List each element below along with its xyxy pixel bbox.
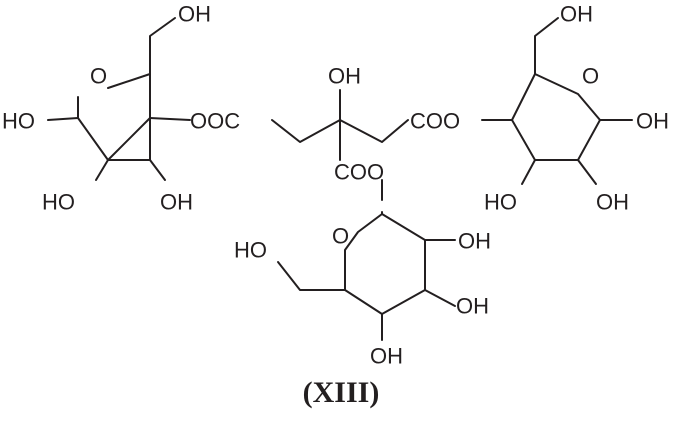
bottom-ring-oxygen-label: O xyxy=(332,224,349,249)
right-ester-label: COO xyxy=(410,109,460,134)
central-hydroxyl-label: OH xyxy=(328,64,361,89)
bottom-c4-hydroxyl-label: OH xyxy=(370,344,403,369)
bottom-c2-hydroxyl-label: OH xyxy=(458,229,491,254)
compound-label: (XIII) xyxy=(302,376,380,409)
bottom-c3-hydroxyl-label: OH xyxy=(456,294,489,319)
right-c3-hydroxyl-label: HO xyxy=(484,190,517,215)
left-glucose-bonds xyxy=(47,17,191,181)
right-glucose-bonds xyxy=(481,17,633,185)
left-ester-label: OOC xyxy=(190,109,240,134)
right-anomeric-hydroxyl-label: OH xyxy=(636,109,669,134)
central-ester-label: COO xyxy=(334,160,384,185)
citrate-bonds xyxy=(271,89,409,201)
right-ch2oh-label: OH xyxy=(560,2,593,27)
right-ring-oxygen-label: O xyxy=(582,64,599,89)
left-c3-hydroxyl-label: OH xyxy=(160,190,193,215)
bottom-glucose-bonds xyxy=(277,211,456,341)
left-anomeric-hydroxyl-label: HO xyxy=(2,109,35,134)
left-ring-oxygen-label: O xyxy=(90,64,107,89)
right-c2-hydroxyl-label: OH xyxy=(596,190,629,215)
left-c2-hydroxyl-label: HO xyxy=(42,190,75,215)
bottom-ch2oh-label: HO xyxy=(234,238,267,263)
left-ch2oh-label: OH xyxy=(178,2,211,27)
